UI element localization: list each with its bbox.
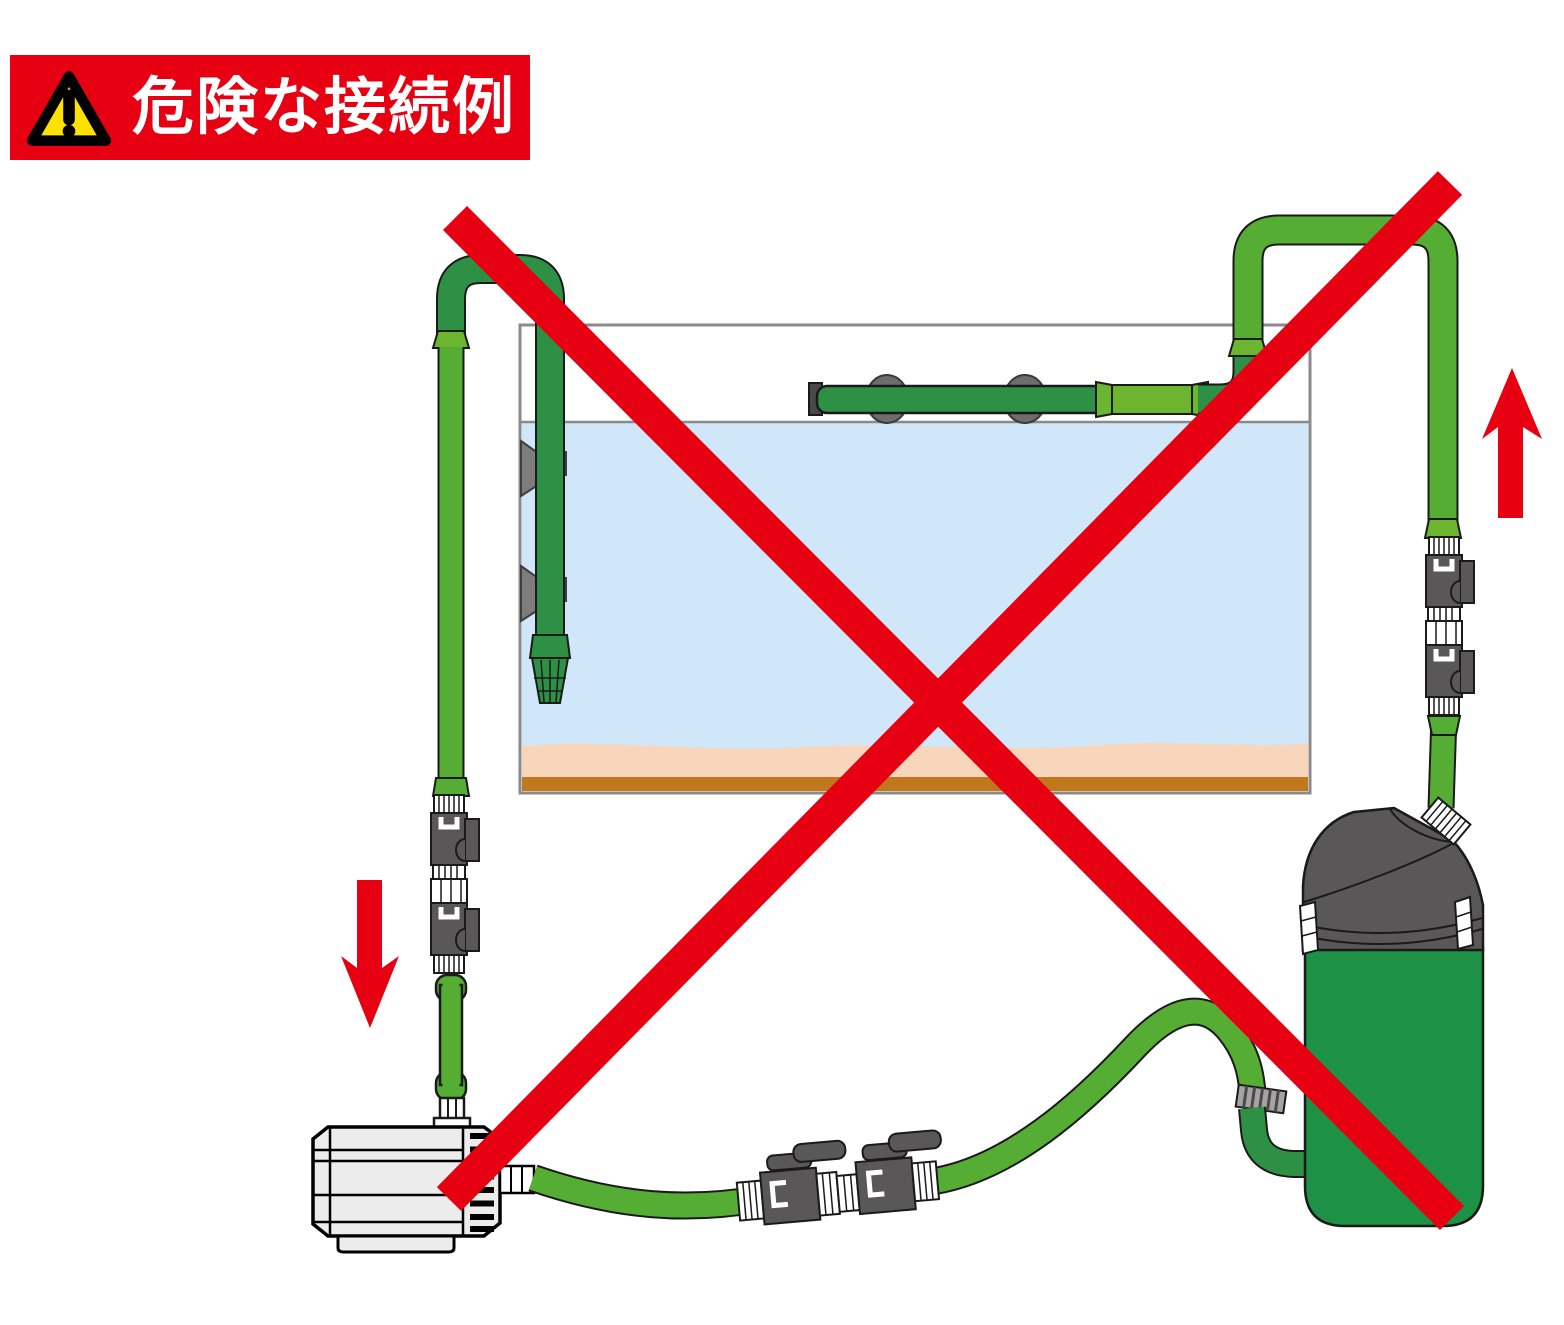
right-double-tap-valve — [1426, 537, 1474, 715]
lid-hose-connector — [1420, 796, 1472, 846]
bottom-hose — [528, 997, 1267, 1220]
strainer — [528, 634, 572, 704]
warning-banner: 危険な接続例 — [10, 55, 530, 160]
pump-inlet-fitting — [432, 1096, 472, 1130]
canister-lid — [1301, 806, 1485, 952]
left-double-tap-valve — [431, 795, 479, 973]
right-filter-hose — [1426, 714, 1462, 809]
sand-layer — [522, 743, 1308, 777]
left-return-pipe — [431, 347, 471, 797]
pipe-coupling — [431, 330, 471, 349]
warning-triangle-icon — [26, 70, 112, 146]
cross-out-mark — [436, 171, 1465, 1231]
hose-clamp — [1234, 1083, 1288, 1115]
canister-filter — [1298, 796, 1485, 1228]
water-pump — [311, 1096, 536, 1254]
pipe-coupling — [1095, 380, 1209, 419]
pump-foot — [336, 1234, 456, 1254]
intake-pipe — [431, 254, 572, 704]
pipe-coupling — [1423, 518, 1463, 539]
inline-double-tap-valve — [735, 1129, 942, 1226]
pump-inlet-hose — [434, 973, 468, 1102]
down-arrow-icon — [341, 880, 399, 1028]
right-riser-pipe — [1227, 214, 1463, 539]
lid-clip — [1298, 900, 1320, 956]
substrate-layer — [522, 777, 1308, 791]
pump-outlet-fitting — [498, 1164, 536, 1195]
canister-inlet-elbow — [1238, 1106, 1315, 1178]
up-arrow-icon — [1482, 368, 1542, 518]
banner-title: 危険な接続例 — [132, 72, 517, 142]
lid-clip — [1453, 895, 1475, 951]
